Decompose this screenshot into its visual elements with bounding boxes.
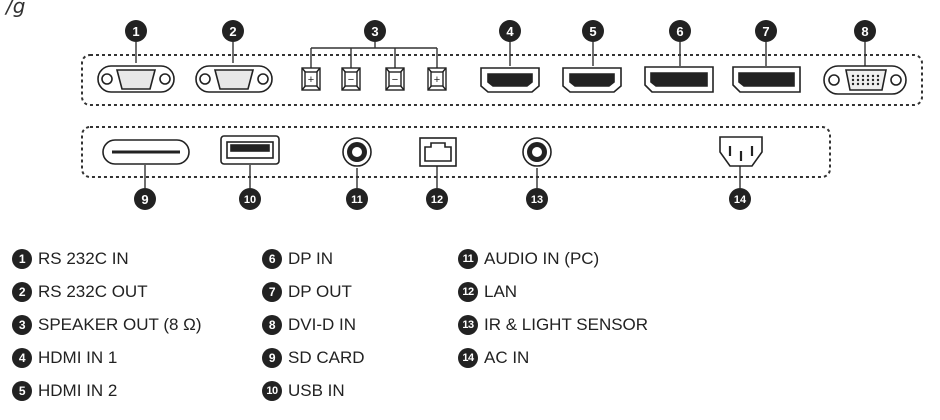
legend-item: 3 SPEAKER OUT (8 Ω) [12,314,202,336]
legend-label: RS 232C OUT [38,282,148,301]
speaker-terminal-sign: + [308,74,314,86]
legend-item: 1 RS 232C IN [12,248,202,270]
legend-badge: 6 [262,249,282,269]
legend-badge: 12 [458,282,478,302]
hdmi-in-2-port [562,67,622,93]
svg-text:1: 1 [132,24,139,39]
callout-9: 9 [134,188,156,210]
legend-label: HDMI IN 1 [38,348,118,367]
callout-7: 7 [755,20,777,42]
legend-item: 12 LAN [458,281,648,303]
speaker-terminal-sign: − [392,74,398,86]
speaker-terminal-sign: − [348,74,354,86]
callout-3: 3 [364,20,386,42]
legend-badge: 9 [262,348,282,368]
page-corner-fragment: /g [6,0,26,18]
svg-text:9: 9 [141,192,148,207]
legend-label: AC IN [484,348,530,367]
svg-text:7: 7 [762,24,769,39]
legend-label: SPEAKER OUT (8 Ω) [38,315,202,334]
legend-label: SD CARD [288,348,365,367]
svg-text:8: 8 [861,24,868,39]
callout-11: 11 [346,188,368,210]
rs232c-in-port [97,65,175,93]
svg-text:3: 3 [371,24,378,39]
legend-item: 8 DVI-D IN [262,314,365,336]
port-legend: 1 RS 232C IN 2 RS 232C OUT 3 SPEAKER OUT (8… [0,248,940,418]
legend-column-2: 6 DP IN 7 DP OUT 8 DVI-D IN 9 SD CARD 10 USB … [262,248,365,413]
svg-text:4: 4 [506,24,514,39]
svg-text:14: 14 [734,194,747,206]
svg-text:6: 6 [676,24,683,39]
legend-item: 11 AUDIO IN (PC) [458,248,648,270]
rs232c-out-port [195,65,273,93]
callout-1: 1 [125,20,147,42]
callout-5: 5 [582,20,604,42]
legend-badge: 3 [12,315,32,335]
legend-item: 10 USB IN [262,380,365,402]
audio-in-pc-jack [342,137,372,167]
legend-label: RS 232C IN [38,249,129,268]
lan-port [419,137,457,167]
legend-item: 4 HDMI IN 1 [12,347,202,369]
bottom-port-panel [81,126,831,178]
callout-2: 2 [222,20,244,42]
legend-item: 9 SD CARD [262,347,365,369]
svg-text:11: 11 [351,194,363,206]
sd-card-slot [102,139,190,165]
legend-badge: 4 [12,348,32,368]
legend-badge: 10 [262,381,282,401]
legend-badge: 14 [458,348,478,368]
dp-out-port [732,66,801,93]
svg-text:13: 13 [531,194,543,206]
legend-badge: 5 [12,381,32,401]
legend-label: IR & LIGHT SENSOR [484,315,649,334]
legend-badge: 13 [458,315,478,335]
callout-6: 6 [669,20,691,42]
legend-label: DP OUT [288,282,352,301]
svg-text:2: 2 [229,24,236,39]
legend-item: 2 RS 232C OUT [12,281,202,303]
legend-item: 6 DP IN [262,248,365,270]
callout-12: 12 [426,188,448,210]
legend-badge: 1 [12,249,32,269]
svg-text:5: 5 [589,24,596,39]
speaker-terminals [301,67,447,91]
top-port-panel [81,54,923,106]
legend-badge: 8 [262,315,282,335]
legend-label: USB IN [288,381,345,400]
legend-badge: 2 [12,282,32,302]
legend-item: 14 AC IN [458,347,648,369]
svg-text:12: 12 [431,194,443,206]
legend-label: LAN [484,282,518,301]
legend-badge: 7 [262,282,282,302]
ir-light-sensor-jack [522,137,552,167]
legend-column-1: 1 RS 232C IN 2 RS 232C OUT 3 SPEAKER OUT (8… [12,248,202,413]
legend-label: AUDIO IN (PC) [484,249,600,268]
ac-in-socket [719,136,763,167]
legend-column-3: 11 AUDIO IN (PC) 12 LAN 13 IR & LIGHT SENSO… [458,248,648,380]
callout-4: 4 [499,20,521,42]
hdmi-in-1-port [480,67,540,93]
callout-8: 8 [854,20,876,42]
usb-in-port [220,135,280,165]
legend-item: 13 IR & LIGHT SENSOR [458,314,648,336]
callout-10: 10 [239,188,261,210]
callout-13: 13 [526,188,548,210]
legend-label: DVI-D IN [288,315,356,334]
legend-label: HDMI IN 2 [38,381,118,400]
svg-text:10: 10 [244,194,256,206]
dvi-d-in-port [823,65,907,95]
legend-item: 7 DP OUT [262,281,365,303]
dp-in-port [644,66,714,93]
speaker-terminal-sign: + [434,74,440,86]
callout-14: 14 [729,188,751,210]
legend-item: 5 HDMI IN 2 [12,380,202,402]
port-diagram: + − − + [81,20,923,210]
legend-label: DP IN [288,249,334,268]
legend-badge: 11 [458,249,478,269]
